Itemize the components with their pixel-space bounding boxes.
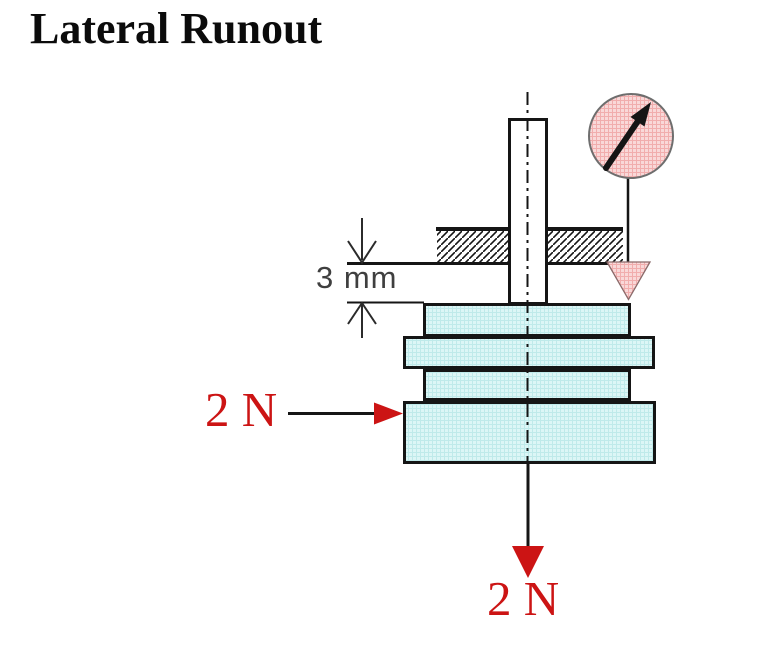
rotor-disc-stack	[403, 303, 656, 464]
reference-arm	[347, 227, 628, 265]
indicator-needle-icon	[603, 102, 651, 171]
rotor-disc	[403, 336, 655, 369]
side-force-label: 2 N	[205, 382, 278, 437]
side-force-arrowhead-icon	[374, 402, 403, 425]
rotor-disc	[403, 401, 656, 464]
dimension-label: 3 mm	[316, 260, 398, 295]
dimension-up-arrowhead-icon	[347, 301, 377, 325]
page-title: Lateral Runout	[30, 4, 323, 53]
bottom-force-label: 2 N	[487, 571, 560, 626]
down-force-arrowhead-icon	[512, 546, 544, 578]
down-force-arrow	[512, 464, 544, 578]
needle-shaft	[603, 118, 641, 171]
needle-arrowhead	[630, 102, 651, 127]
dimension-down-arrowhead-icon	[347, 240, 377, 265]
dial-indicator	[588, 93, 674, 301]
indicator-tip-icon	[605, 261, 652, 301]
dimension-arrows-icon	[347, 218, 377, 338]
side-force-arrow	[288, 402, 403, 425]
